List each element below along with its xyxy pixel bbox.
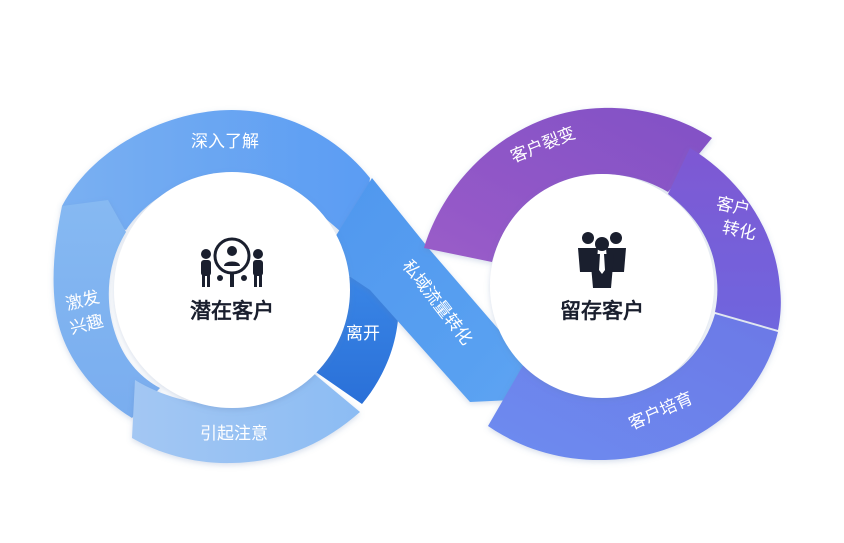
left-center-circle xyxy=(114,172,350,408)
right-center-label: 留存客户 xyxy=(560,299,644,323)
segment-right-right-loop xyxy=(668,148,781,330)
segment-top-left-loop xyxy=(62,110,370,250)
segment-left-left-loop xyxy=(53,200,160,418)
label-inner-left-loop: 离开 xyxy=(346,324,380,344)
segment-bottom-right-loop xyxy=(488,314,778,461)
label-bottom-left-loop: 引起注意 xyxy=(200,424,268,444)
segment-bottom-left-loop xyxy=(132,372,360,464)
bridge-band xyxy=(322,178,525,402)
label-top-left-loop: 深入了解 xyxy=(191,132,259,152)
people-target-icon xyxy=(201,237,263,287)
left-center-label: 潜在客户 xyxy=(190,299,274,323)
segment-top-right-loop xyxy=(424,107,712,262)
group-people-icon xyxy=(578,232,626,288)
